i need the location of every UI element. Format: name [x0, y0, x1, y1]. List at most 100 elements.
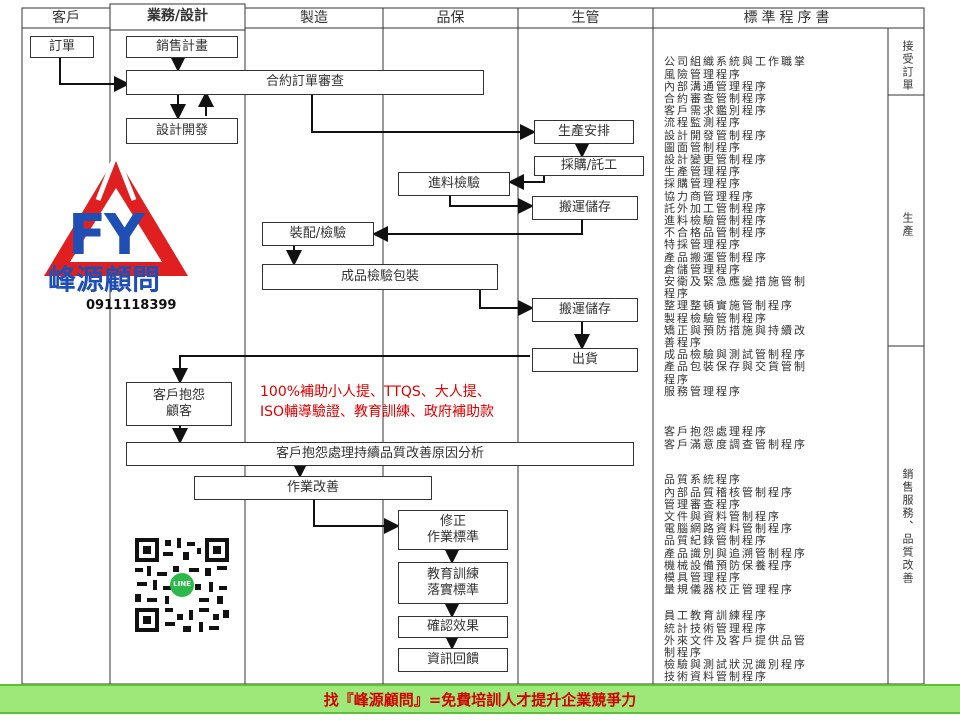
complaint-line2: 顧客	[165, 404, 192, 419]
procedure-item: 產品識別與追溯管制程序	[664, 546, 807, 560]
confirm-effect-box: 確認效果	[398, 616, 508, 638]
procedure-item: 程序	[664, 287, 690, 301]
procedure-item: 機械設備預防保養程序	[664, 558, 794, 572]
procedure-item: 員工教育訓練程序	[664, 609, 768, 623]
procedure-list-4: 員工教育訓練程序統計技術管理程序外來文件及客戶提供品管制程序檢驗與測試狀況識別程…	[664, 586, 807, 696]
phase-accept-order: 接受訂單	[901, 40, 914, 92]
procedure-item: 設計開發管制程序	[664, 128, 768, 142]
design-dev-box: 設計開發	[126, 118, 238, 144]
procedure-item: 流程監測程序	[664, 116, 742, 130]
training-box: 教育訓練 落實標準	[398, 562, 508, 604]
procedure-item: 特採管理程序	[664, 238, 742, 252]
procedure-item: 進料檢驗管制程序	[664, 214, 768, 228]
procedure-item: 整理整頓實施管制程序	[664, 299, 794, 313]
promo-line2: ISO輔導驗證、教育訓練、政府補助款	[260, 404, 495, 420]
logo-phone: 0911118399	[86, 298, 177, 313]
procedure-item: 程序	[664, 372, 690, 386]
procedure-group-4: 員工教育訓練程序統計技術管理程序外來文件及客戶提供品管制程序檢驗與測試狀況識別程…	[664, 610, 807, 683]
logo-name: 峰源顧問	[48, 263, 161, 296]
procedure-item: 內部溝通管理程序	[664, 79, 768, 93]
procedure-item: 統計技術管理程序	[664, 621, 768, 635]
fy-logo-icon	[44, 153, 188, 276]
procedure-item: 量規儀器校正管理程序	[664, 583, 794, 597]
phase-sales-service: 銷售服務、品質改善	[901, 468, 914, 585]
procedure-item: 善程序	[664, 336, 703, 350]
procedure-item: 成品檢驗與測試管制程序	[664, 348, 807, 362]
procedure-item: 內部品質稽核管制程序	[664, 485, 794, 499]
sales-plan-box: 銷售計畫	[126, 36, 238, 58]
procedure-group-1: 公司組織系統與工作職掌風險管理程序內部溝通管理程序合約審查管制程序客戶需求鑑別程…	[664, 56, 807, 398]
procedure-item: 電腦網路資料管制程序	[664, 522, 794, 536]
procedure-group-2: 客戶抱怨處理程序客戶滿意度調查管制程序	[664, 425, 807, 451]
procedure-item: 設計變更管制程序	[664, 153, 768, 167]
procedure-list-1: 公司組織系統與工作職掌風險管理程序內部溝通管理程序合約審查管制程序客戶需求鑑別程…	[664, 32, 807, 410]
purchase-outsource-box: 採購/託工	[534, 156, 644, 176]
procedure-item: 圖面管制程序	[664, 140, 742, 154]
procedure-item: 託外加工管制程序	[664, 201, 768, 215]
lane-header-manufacturing: 製造	[300, 10, 328, 26]
procedure-item: 公司組織系統與工作職掌	[664, 55, 807, 69]
lane-header-quality: 品保	[436, 10, 465, 26]
complaint-handling-box: 客戶抱怨處理持續品質改善原因分析	[126, 442, 634, 466]
order-box: 訂單	[30, 36, 94, 58]
procedure-item: 管理審查程序	[664, 497, 742, 511]
training-line1: 教育訓練	[426, 566, 479, 582]
procedure-item: 服務管理程序	[664, 384, 742, 398]
procedure-item: 倉儲管理程序	[664, 262, 742, 276]
procedure-item: 客戶需求鑑別程序	[664, 104, 768, 118]
procedure-item: 協力商管理程序	[664, 189, 755, 203]
procedure-item: 安衛及緊急應變措施管制	[664, 275, 807, 289]
contract-review-box: 合約訂單審查	[126, 70, 484, 95]
logo-mark: FY	[68, 203, 145, 268]
procedure-group-3: 品質系統程序內部品質稽核管制程序管理審查程序文件與資料管制程序電腦網路資料管制程…	[664, 474, 807, 596]
phase-production: 生產	[901, 212, 914, 238]
procedure-item: 客戶滿意度調查管制程序	[664, 437, 807, 451]
incoming-inspection-box: 進料檢驗	[398, 172, 510, 196]
footer-slogan: 找『峰源顧問』=免費培訓人才提升企業競爭力	[323, 690, 637, 709]
procedure-item: 技術資料管制程序	[664, 670, 768, 684]
procedure-item: 矯正與預防措施與持續改	[664, 323, 807, 337]
footer-banner: 找『峰源顧問』=免費培訓人才提升企業競爭力	[0, 684, 960, 714]
assembly-inspection-box: 裝配/檢驗	[262, 222, 374, 246]
procedure-item: 產品包裝保存與交貨管制	[664, 360, 807, 374]
procedure-item: 檢驗與測試狀況識別程序	[664, 658, 807, 672]
handling-storage-box-2: 搬運儲存	[532, 298, 638, 322]
procedure-item: 產品搬運管制程序	[664, 250, 768, 264]
procedure-list-3: 品質系統程序內部品質稽核管制程序管理審查程序文件與資料管制程序電腦網路資料管制程…	[664, 450, 807, 609]
shipping-box: 出貨	[532, 348, 638, 372]
procedure-item: 模具管理程序	[664, 571, 742, 585]
customer-complaint-box: 客戶抱怨 顧客	[126, 382, 232, 426]
revise-line2: 作業標準	[426, 530, 479, 545]
qr-line-badge: LINE	[173, 580, 191, 588]
handling-storage-box-1: 搬運儲存	[532, 196, 638, 220]
production-schedule-box: 生產安排	[534, 120, 634, 144]
procedure-item: 文件與資料管制程序	[664, 510, 781, 524]
procedure-item: 合約審查管制程序	[664, 92, 768, 106]
info-feedback-box: 資訊回饋	[398, 648, 508, 672]
lane-header-customer: 客戶	[52, 10, 80, 26]
work-improvement-box: 作業改善	[194, 476, 432, 500]
lane-header-sales: 業務/設計	[146, 8, 209, 24]
procedure-item: 生產管理程序	[664, 165, 742, 179]
procedure-item: 制程序	[664, 646, 703, 660]
lane-header-production-mgmt: 生管	[571, 10, 600, 26]
final-inspection-pack-box: 成品檢驗包裝	[262, 264, 498, 290]
qr-code-icon	[133, 536, 231, 634]
procedure-item: 不合格品管制程序	[664, 226, 768, 240]
promo-note: 100%補助小人提、TTQS、大人提、 ISO輔導驗證、教育訓練、政府補助款	[260, 382, 494, 422]
revise-standard-box: 修正 作業標準	[398, 510, 508, 550]
procedure-item: 外來文件及客戶提供品管	[664, 633, 807, 647]
procedure-item: 品質紀錄管制程序	[664, 534, 768, 548]
procedure-item: 客戶抱怨處理程序	[664, 425, 768, 439]
procedure-item: 風險管理程序	[664, 67, 742, 81]
complaint-line1: 客戶抱怨	[152, 387, 205, 403]
procedure-item: 製程檢驗管制程序	[664, 311, 768, 325]
procedure-list-2: 客戶抱怨處理程序客戶滿意度調查管制程序	[664, 402, 807, 463]
revise-line1: 修正	[439, 513, 466, 529]
promo-line1: 100%補助小人提、TTQS、大人提、	[260, 384, 491, 400]
procedure-item: 品質系統程序	[664, 473, 742, 487]
shipping-label: 出貨	[571, 351, 598, 367]
lane-header-standard-procedures: 標準程序書	[743, 10, 834, 26]
procedure-item: 採購管理程序	[664, 177, 742, 191]
